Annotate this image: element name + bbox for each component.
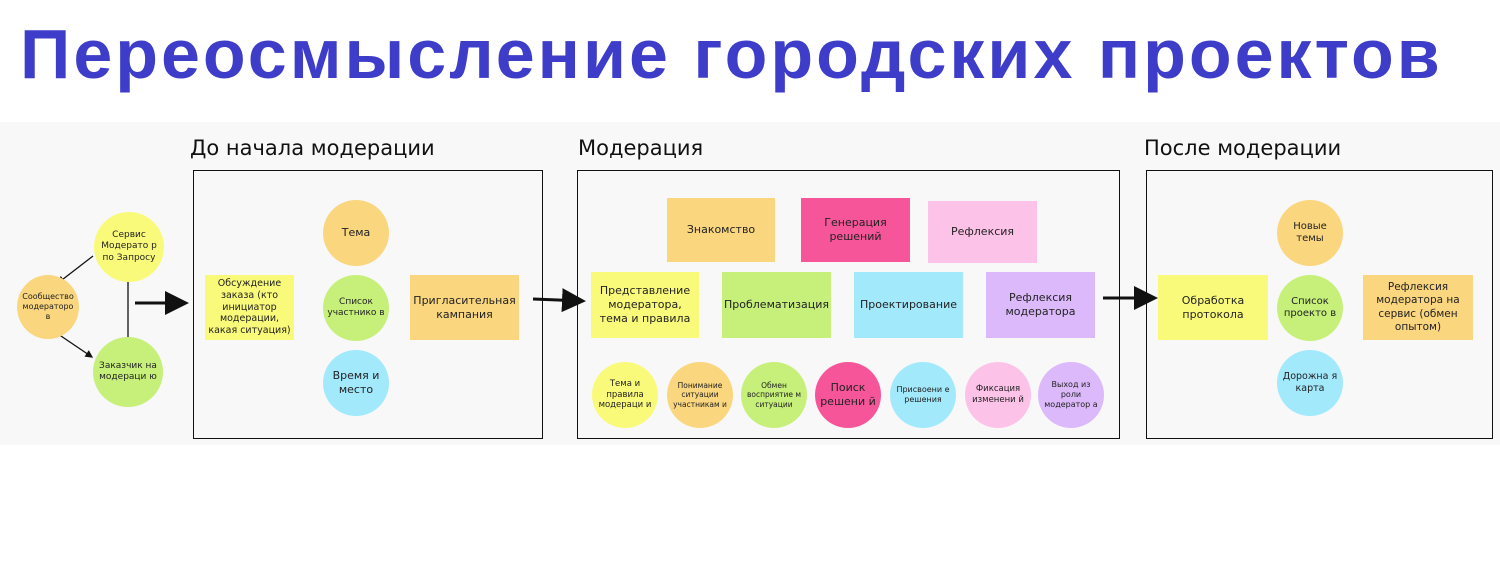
section-title-after: После модерации bbox=[1144, 136, 1342, 160]
stage-generation: Генерация решений bbox=[801, 198, 910, 262]
stage-design: Проектирование bbox=[854, 272, 963, 338]
node-topic: Тема bbox=[323, 200, 389, 266]
node-time-place: Время и место bbox=[323, 350, 389, 416]
node-protocol: Обработка протокола bbox=[1158, 275, 1268, 340]
stage-acquaintance: Знакомство bbox=[667, 198, 775, 262]
step-circle: Понимание ситуации участникам и bbox=[667, 362, 733, 428]
step-circle: Обмен восприятие м ситуации bbox=[741, 362, 807, 428]
node-roadmap: Дорожна я карта bbox=[1277, 350, 1343, 416]
step-circle: Присвоени е решения bbox=[890, 362, 956, 428]
arrow-to-moderation bbox=[532, 288, 586, 313]
node-service-reflection: Рефлексия модератора на сервис (обмен оп… bbox=[1363, 275, 1473, 340]
stage-reflection: Рефлексия bbox=[928, 201, 1037, 263]
node-community: Сообщество модераторо в bbox=[17, 275, 79, 339]
stage-problematization: Проблематизация bbox=[722, 272, 831, 338]
node-campaign: Пригласительная кампания bbox=[410, 275, 519, 340]
node-client: Заказчик на модераци ю bbox=[93, 337, 163, 407]
arrow-community-to-client bbox=[57, 333, 94, 358]
section-title-before: До начала модерации bbox=[190, 136, 435, 160]
step-circle: Тема и правила модераци и bbox=[592, 362, 658, 428]
step-circle: Поиск решени й bbox=[815, 362, 881, 428]
node-new-topics: Новые темы bbox=[1277, 200, 1343, 266]
step-circle: Фиксация изменени й bbox=[965, 362, 1031, 428]
node-service: Сервис Модерато р по Запросу bbox=[94, 212, 164, 282]
step-circle: Выход из роли модератор а bbox=[1038, 362, 1104, 428]
node-participants: Список участнико в bbox=[323, 275, 389, 341]
page-title: Переосмысление городских проектов bbox=[20, 15, 1443, 93]
section-title-moderation: Модерация bbox=[578, 136, 704, 160]
before-frame bbox=[193, 170, 543, 439]
node-projects: Список проекто в bbox=[1277, 275, 1343, 341]
node-order-discussion: Обсуждение заказа (кто инициатор модерац… bbox=[205, 275, 294, 340]
stage-presentation: Представление модератора, тема и правила bbox=[591, 272, 699, 338]
stage-moderator-reflection: Рефлексия модератора bbox=[986, 272, 1095, 338]
